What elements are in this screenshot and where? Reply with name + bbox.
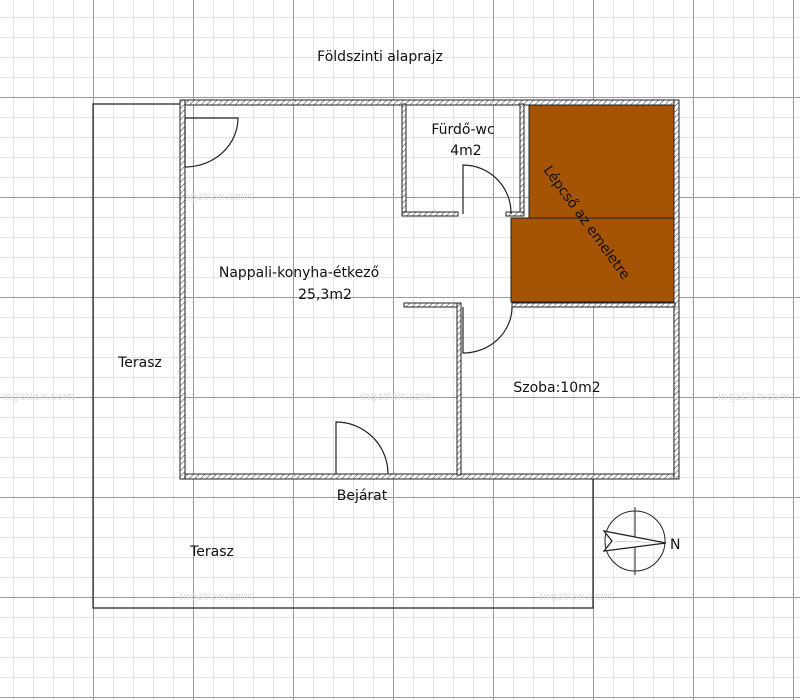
room-wall-top-right bbox=[511, 302, 676, 308]
watermark-text: ingatlan.com bbox=[180, 190, 252, 203]
room-wall-top-left bbox=[403, 302, 462, 308]
door-terrace-left bbox=[184, 117, 239, 168]
exterior-walls bbox=[179, 99, 680, 480]
watermark-text: ingatlan.com bbox=[360, 390, 432, 403]
terrace-side-label: Terasz bbox=[117, 355, 162, 371]
plan-title: Földszinti alaprajz bbox=[317, 49, 443, 65]
terrace-outline bbox=[92, 103, 594, 609]
bath-name-label: Fürdő-wc bbox=[431, 122, 494, 138]
bedroom-label: Szoba:10m2 bbox=[513, 380, 600, 396]
entrance-label: Bejárat bbox=[337, 488, 388, 504]
watermark-text: ingatlan.com bbox=[540, 590, 612, 603]
watermark-text: ingatlan.com bbox=[180, 590, 252, 603]
bath-wall-left bbox=[401, 103, 407, 217]
bath-area-label: 4m2 bbox=[450, 143, 481, 159]
door-bedroom bbox=[462, 306, 513, 354]
living-name-label: Nappali-konyha-étkező bbox=[219, 265, 379, 281]
living-area-label: 25,3m2 bbox=[298, 287, 352, 303]
stairs-upper-flight bbox=[528, 103, 676, 219]
bath-wall-bottom bbox=[401, 211, 459, 217]
door-entrance bbox=[335, 421, 389, 475]
interior-walls bbox=[401, 103, 676, 476]
room-wall-left bbox=[456, 302, 462, 476]
wall-right bbox=[673, 99, 680, 480]
compass-north-letter: N bbox=[670, 537, 680, 553]
terrace-front-label: Terasz bbox=[189, 544, 234, 560]
doors bbox=[184, 117, 513, 475]
bath-wall-bottom-right bbox=[505, 211, 525, 217]
watermark-text: ingatlan.com bbox=[2, 390, 74, 403]
stairs-lower-flight bbox=[510, 217, 676, 303]
wall-top bbox=[179, 99, 680, 106]
wall-bottom bbox=[179, 473, 680, 480]
wall-left bbox=[179, 99, 186, 480]
bath-wall-right bbox=[519, 103, 525, 217]
compass-rose-icon: N bbox=[602, 507, 680, 575]
stairs-block bbox=[510, 103, 676, 303]
watermark-text: ingatlan.com bbox=[718, 390, 790, 403]
door-bathroom bbox=[462, 164, 512, 215]
